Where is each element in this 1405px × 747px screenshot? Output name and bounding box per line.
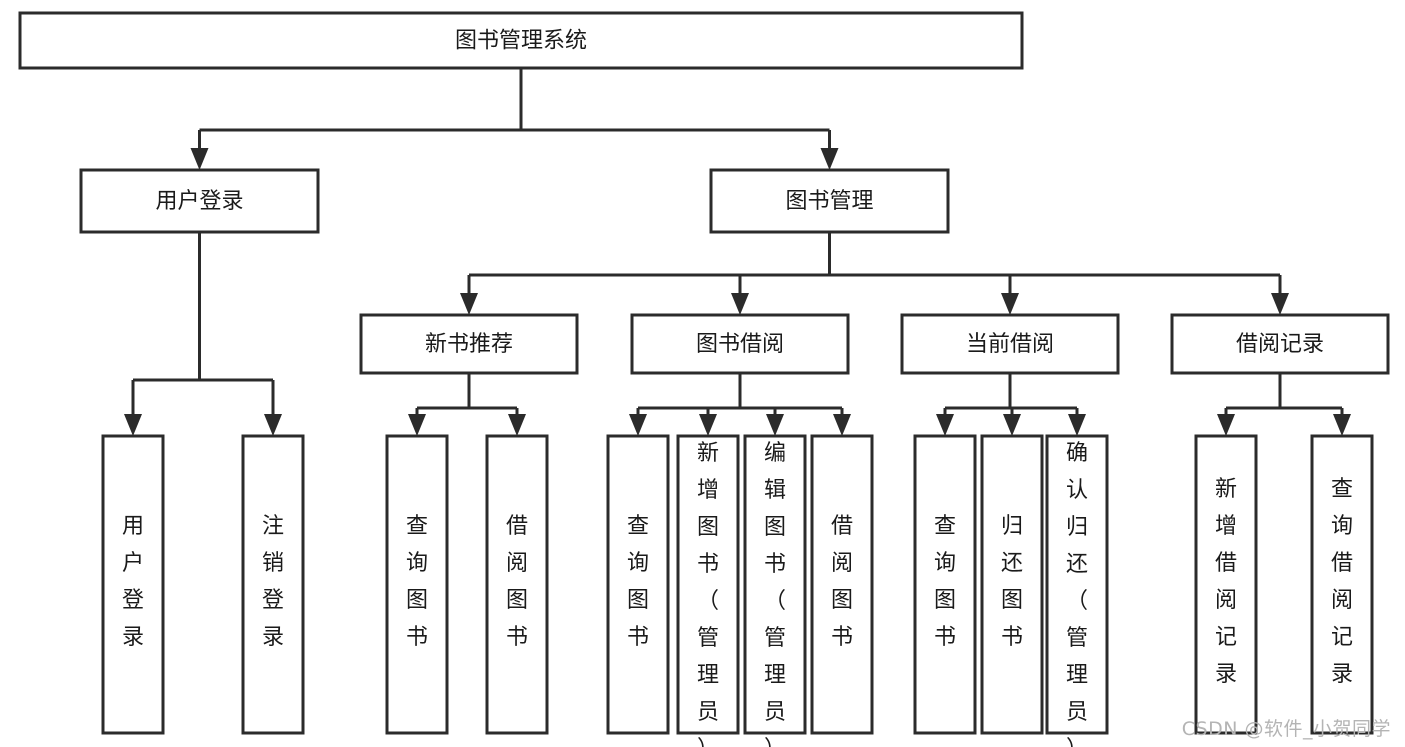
node-leaf-add-book-box[interactable] <box>676 434 740 735</box>
arrow-head-icon <box>1217 414 1235 436</box>
node-book-borrow-label: 图书借阅 <box>696 332 784 357</box>
node-leaf-logout-box[interactable] <box>241 434 305 735</box>
csdn-watermark: CSDN @软件_小贺同学 <box>1181 718 1391 740</box>
node-leaf-edit-book-label: 编辑图书（管理员） <box>764 441 786 747</box>
node-leaf-borrow-book-1[interactable]: 借阅图书 <box>485 434 549 735</box>
node-leaf-add-book-label: 新增图书（管理员） <box>697 441 719 747</box>
arrow-head-icon <box>264 414 282 436</box>
node-leaf-query-book-1[interactable]: 查询图书 <box>385 434 449 735</box>
node-root-system[interactable]: 图书管理系统 <box>18 11 1024 70</box>
node-leaf-query-book-1-box[interactable] <box>385 434 449 735</box>
connector-lines <box>124 68 1351 436</box>
arrow-head-icon <box>820 148 839 170</box>
node-leaf-confirm-return-label: 确认归还（管理员） <box>1066 441 1088 747</box>
node-book-manage[interactable]: 图书管理 <box>709 168 950 234</box>
node-leaf-query-record-box[interactable] <box>1310 434 1374 735</box>
node-leaf-edit-book[interactable]: 编辑图书（管理员） <box>743 434 807 747</box>
arrow-head-icon <box>1003 414 1021 436</box>
node-leaf-query-book-2-label: 查询图书 <box>627 514 649 650</box>
node-leaf-query-book-3-box[interactable] <box>913 434 977 735</box>
node-leaf-add-record-box[interactable] <box>1194 434 1258 735</box>
arrow-head-icon <box>460 293 478 315</box>
arrow-head-icon <box>408 414 426 436</box>
node-root-system-label: 图书管理系统 <box>455 29 587 54</box>
node-current-borrow-box[interactable] <box>900 313 1120 375</box>
node-leaf-add-book[interactable]: 新增图书（管理员） <box>676 434 740 747</box>
node-leaf-confirm-return[interactable]: 确认归还（管理员） <box>1045 434 1109 747</box>
arrow-head-icon <box>629 414 647 436</box>
arrow-head-icon <box>833 414 851 436</box>
node-leaf-query-book-3[interactable]: 查询图书 <box>913 434 977 735</box>
node-leaf-user-login-label: 用户登录 <box>122 514 144 650</box>
node-leaf-logout[interactable]: 注销登录 <box>241 434 305 735</box>
arrow-head-icon <box>936 414 954 436</box>
node-new-book-recommend[interactable]: 新书推荐 <box>359 313 579 375</box>
arrow-head-icon <box>1001 293 1019 315</box>
node-root-system-box[interactable] <box>18 11 1024 70</box>
node-leaf-confirm-return-box[interactable] <box>1045 434 1109 735</box>
node-leaf-return-book-label: 归还图书 <box>1001 514 1023 650</box>
node-leaf-borrow-book-2-box[interactable] <box>810 434 874 735</box>
node-user-login-label: 用户登录 <box>155 189 243 214</box>
node-leaf-edit-book-box[interactable] <box>743 434 807 735</box>
node-leaf-borrow-book-1-label: 借阅图书 <box>506 514 528 650</box>
node-leaf-logout-label: 注销登录 <box>262 514 284 650</box>
node-new-book-recommend-label: 新书推荐 <box>425 332 513 357</box>
node-leaf-query-book-2-box[interactable] <box>606 434 670 735</box>
node-book-borrow-box[interactable] <box>630 313 850 375</box>
node-leaf-user-login[interactable]: 用户登录 <box>101 434 165 735</box>
node-boxes: 图书管理系统用户登录图书管理新书推荐图书借阅当前借阅借阅记录用户登录注销登录查询… <box>18 11 1390 747</box>
node-leaf-query-book-3-label: 查询图书 <box>934 514 956 650</box>
node-leaf-return-book-box[interactable] <box>980 434 1044 735</box>
node-book-manage-box[interactable] <box>709 168 950 234</box>
node-leaf-borrow-book-1-box[interactable] <box>485 434 549 735</box>
node-current-borrow[interactable]: 当前借阅 <box>900 313 1120 375</box>
node-leaf-user-login-box[interactable] <box>101 434 165 735</box>
node-leaf-borrow-book-2-label: 借阅图书 <box>831 514 853 650</box>
node-current-borrow-label: 当前借阅 <box>966 332 1054 357</box>
node-leaf-query-record[interactable]: 查询借阅记录 <box>1310 434 1374 735</box>
node-leaf-add-record[interactable]: 新增借阅记录 <box>1194 434 1258 735</box>
node-book-borrow[interactable]: 图书借阅 <box>630 313 850 375</box>
arrow-head-icon <box>124 414 142 436</box>
node-new-book-recommend-box[interactable] <box>359 313 579 375</box>
arrow-head-icon <box>1068 414 1086 436</box>
node-user-login[interactable]: 用户登录 <box>79 168 320 234</box>
arrow-head-icon <box>699 414 717 436</box>
arrow-head-icon <box>1333 414 1351 436</box>
arrow-head-icon <box>190 148 209 170</box>
node-borrow-record-label: 借阅记录 <box>1236 332 1324 357</box>
node-book-manage-label: 图书管理 <box>785 189 873 214</box>
arrow-head-icon <box>766 414 784 436</box>
arrow-head-icon <box>508 414 526 436</box>
node-leaf-borrow-book-2[interactable]: 借阅图书 <box>810 434 874 735</box>
node-borrow-record-box[interactable] <box>1170 313 1390 375</box>
arrow-head-icon <box>731 293 749 315</box>
node-leaf-query-record-label: 查询借阅记录 <box>1331 477 1353 687</box>
node-leaf-return-book[interactable]: 归还图书 <box>980 434 1044 735</box>
node-borrow-record[interactable]: 借阅记录 <box>1170 313 1390 375</box>
node-user-login-box[interactable] <box>79 168 320 234</box>
node-leaf-add-record-label: 新增借阅记录 <box>1215 477 1237 687</box>
node-leaf-query-book-2[interactable]: 查询图书 <box>606 434 670 735</box>
node-leaf-query-book-1-label: 查询图书 <box>406 514 428 650</box>
arrow-head-icon <box>1271 293 1289 315</box>
